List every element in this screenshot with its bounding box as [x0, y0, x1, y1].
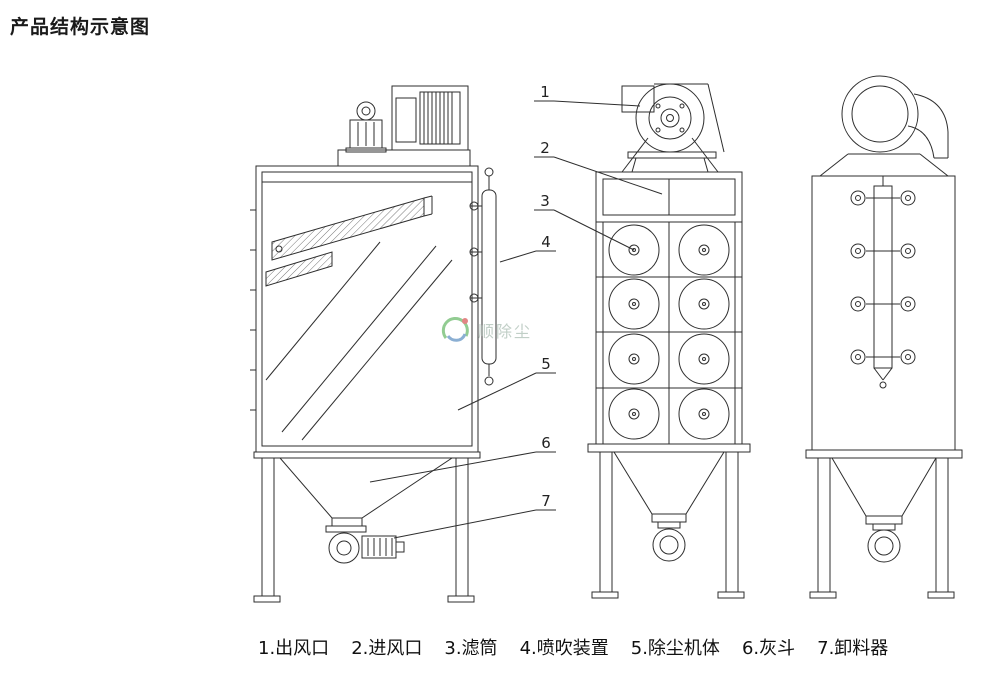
callout-leader-lines — [369, 100, 663, 539]
legend-item-ash-hopper: 6.灰斗 — [741, 638, 796, 659]
callout-number-5: 5 — [541, 355, 551, 373]
callout-number-1: 1 — [540, 83, 550, 101]
callout-number-6: 6 — [541, 434, 551, 452]
legend: 1.出风口 2.进风口 3.滤筒 4.喷吹装置 5.除尘机体 6.灰斗 7.卸料… — [258, 634, 888, 660]
page-title: 产品结构示意图 — [10, 16, 151, 38]
callout-number-7: 7 — [541, 492, 551, 510]
legend-item-inlet: 2.进风口 — [351, 638, 423, 659]
callout-number-3: 3 — [540, 192, 550, 210]
legend-item-blowing-device: 4.喷吹装置 — [519, 638, 609, 659]
legend-item-outlet: 1.出风口 — [258, 638, 330, 659]
callout-number-4: 4 — [541, 233, 551, 251]
side-view-drawing — [250, 85, 497, 603]
legend-item-body: 5.除尘机体 — [630, 638, 720, 659]
legend-item-cartridge: 3.滤筒 — [444, 638, 498, 659]
legend-item-discharger: 7.卸料器 — [817, 638, 889, 659]
callout-number-2: 2 — [540, 139, 550, 157]
front-view-drawing — [587, 83, 751, 599]
rear-view-drawing — [805, 75, 963, 599]
